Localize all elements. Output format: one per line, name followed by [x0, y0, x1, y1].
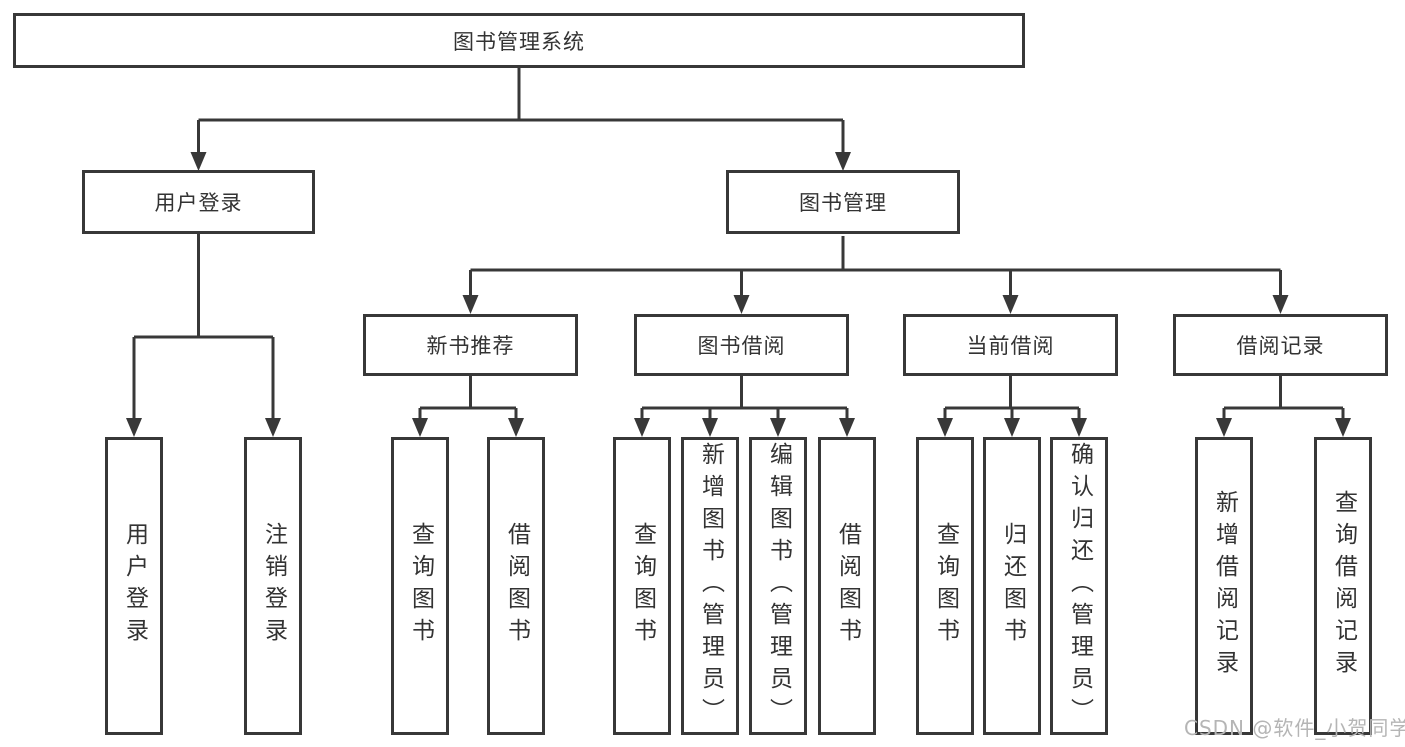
- arrowhead: [1004, 418, 1020, 437]
- node-new-book-recommend: 新书推荐: [363, 314, 578, 376]
- leaf-query-books-recommend-label: 查询图书: [407, 522, 434, 650]
- arrowhead: [770, 418, 786, 437]
- node-book-borrowing-label: 图书借阅: [697, 334, 786, 358]
- node-current-borrowing-label: 当前借阅: [966, 334, 1055, 358]
- leaf-query-books-current: 查询图书: [916, 437, 974, 735]
- leaf-edit-books-admin-label: 编辑图书（管理员）: [765, 442, 792, 730]
- leaf-user-login-label: 用户登录: [121, 522, 148, 650]
- node-book-management: 图书管理: [726, 170, 960, 234]
- connector-bookmgmt-to-level2: [462, 236, 1289, 314]
- connector-root-to-level1: [190, 68, 851, 171]
- arrowhead: [190, 152, 207, 171]
- arrowhead: [839, 418, 855, 437]
- leaf-borrow-books-recommend-label: 借阅图书: [503, 522, 530, 650]
- node-borrow-records: 借阅记录: [1173, 314, 1388, 376]
- leaf-confirm-return-admin-label: 确认归还（管理员）: [1066, 442, 1093, 730]
- leaf-add-borrow-record-label: 新增借阅记录: [1211, 490, 1238, 682]
- leaf-edit-books-admin: 编辑图书（管理员）: [749, 437, 807, 735]
- node-borrow-records-label: 借阅记录: [1236, 334, 1325, 358]
- arrowhead: [835, 152, 851, 171]
- leaf-confirm-return-admin: 确认归还（管理员）: [1050, 437, 1108, 735]
- arrowhead: [937, 418, 953, 437]
- arrowhead: [462, 295, 479, 314]
- arrowhead: [1071, 418, 1087, 437]
- connector-newbook-to-leaves: [412, 376, 524, 437]
- leaf-add-books-admin-label: 新增图书（管理员）: [697, 442, 724, 730]
- arrowhead: [1216, 418, 1232, 437]
- node-new-book-recommend-label: 新书推荐: [426, 334, 515, 358]
- leaf-borrow-books-borrowing-label: 借阅图书: [834, 522, 861, 650]
- leaf-query-books-recommend: 查询图书: [391, 437, 449, 735]
- leaf-query-books-borrowing: 查询图书: [613, 437, 671, 735]
- leaf-borrow-books-borrowing: 借阅图书: [818, 437, 876, 735]
- connector-userlogin-to-leaves: [126, 234, 281, 437]
- arrowhead: [733, 295, 750, 314]
- node-book-borrowing: 图书借阅: [634, 314, 849, 376]
- connector-current-to-leaves: [937, 376, 1087, 437]
- leaf-return-books-label: 归还图书: [999, 522, 1026, 650]
- leaf-add-books-admin: 新增图书（管理员）: [681, 437, 739, 735]
- leaf-add-borrow-record: 新增借阅记录: [1195, 437, 1253, 735]
- leaf-query-books-current-label: 查询图书: [932, 522, 959, 650]
- node-root: 图书管理系统: [13, 13, 1025, 68]
- node-root-label: 图书管理系统: [453, 29, 585, 54]
- arrowhead: [634, 418, 650, 437]
- node-current-borrowing: 当前借阅: [903, 314, 1118, 376]
- arrowhead: [1335, 418, 1351, 437]
- leaf-borrow-books-recommend: 借阅图书: [487, 437, 545, 735]
- connector-borrowing-to-leaves: [634, 376, 855, 437]
- node-user-login-label: 用户登录: [154, 191, 243, 215]
- node-user-login: 用户登录: [82, 170, 315, 234]
- leaf-query-books-borrowing-label: 查询图书: [629, 522, 656, 650]
- watermark-text: CSDN @软件_小贺同学: [1184, 716, 1405, 740]
- arrowhead: [508, 418, 524, 437]
- node-book-management-label: 图书管理: [799, 191, 887, 215]
- arrowhead: [702, 418, 718, 437]
- arrowhead: [412, 418, 428, 437]
- leaf-query-borrow-record-label: 查询借阅记录: [1330, 490, 1357, 682]
- leaf-query-borrow-record: 查询借阅记录: [1314, 437, 1372, 735]
- arrowhead: [126, 418, 142, 437]
- connector-records-to-leaves: [1216, 376, 1351, 437]
- arrowhead: [265, 418, 281, 437]
- leaf-return-books: 归还图书: [983, 437, 1041, 735]
- arrowhead: [1272, 295, 1289, 314]
- leaf-logout-label: 注销登录: [260, 522, 287, 650]
- leaf-logout: 注销登录: [244, 437, 302, 735]
- leaf-user-login: 用户登录: [105, 437, 163, 735]
- arrowhead: [1002, 295, 1019, 314]
